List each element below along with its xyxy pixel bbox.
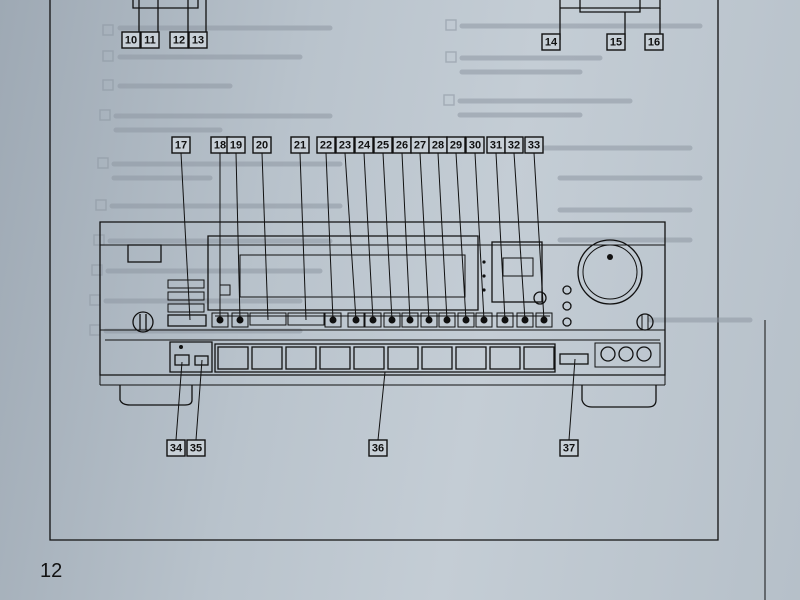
leader-lines — [175, 152, 576, 441]
leader-line — [401, 152, 411, 321]
svg-text:22: 22 — [320, 140, 332, 152]
page-number: 12 — [40, 560, 63, 582]
callout-27: 27 — [410, 136, 430, 154]
svg-text:25: 25 — [377, 140, 389, 152]
faint-text-left — [89, 24, 343, 336]
callout-29: 29 — [446, 136, 466, 154]
callout-25: 25 — [373, 136, 393, 154]
callout-21: 21 — [290, 136, 310, 154]
leader-line — [437, 152, 448, 321]
callout-12: 12 — [169, 31, 189, 49]
svg-text:26: 26 — [396, 140, 408, 152]
callout-13: 13 — [188, 31, 208, 49]
svg-text:23: 23 — [339, 140, 351, 152]
panel-key — [251, 346, 283, 370]
leader-line — [419, 152, 430, 321]
callout-30: 30 — [465, 136, 485, 154]
svg-text:33: 33 — [528, 140, 540, 152]
callout-36: 36 — [368, 439, 388, 457]
svg-text:12: 12 — [173, 35, 185, 47]
panel-key — [523, 346, 555, 370]
callout-37: 37 — [559, 439, 579, 457]
panel-key — [319, 346, 351, 370]
svg-text:37: 37 — [563, 443, 575, 455]
front-control-buttons — [211, 312, 553, 328]
svg-text:10: 10 — [125, 35, 137, 47]
svg-text:11: 11 — [144, 35, 156, 47]
callout-24: 24 — [354, 136, 374, 154]
callout-19: 19 — [226, 136, 246, 154]
leader-line — [235, 152, 241, 321]
svg-text:29: 29 — [450, 140, 462, 152]
svg-text:31: 31 — [490, 140, 502, 152]
callout-20: 20 — [252, 136, 272, 154]
front-panel-keys — [217, 346, 555, 370]
callout-17: 17 — [171, 136, 191, 154]
receiver-outline — [99, 221, 666, 408]
callout-28: 28 — [428, 136, 448, 154]
page-frame — [49, 0, 719, 541]
svg-text:13: 13 — [192, 35, 204, 47]
callout-26: 26 — [392, 136, 412, 154]
callout-31: 31 — [486, 136, 506, 154]
svg-text:18: 18 — [214, 140, 226, 152]
svg-text:21: 21 — [294, 140, 306, 152]
leader-line — [568, 358, 576, 441]
callout-32: 32 — [504, 136, 524, 154]
leader-line — [261, 152, 269, 321]
panel-key — [285, 346, 317, 370]
callout-labels: 10 11 12 13 14 15 16 17 18 19 20 21 22 23 24 25 26 27 28 29… — [121, 31, 664, 457]
svg-text:19: 19 — [230, 140, 242, 152]
leader-line — [377, 371, 386, 441]
leader-line — [474, 152, 485, 321]
svg-text:20: 20 — [256, 140, 268, 152]
panel-key — [489, 346, 521, 370]
callout-11: 11 — [140, 31, 160, 49]
svg-text:16: 16 — [648, 37, 660, 49]
callout-15: 15 — [606, 33, 626, 51]
leader-line — [175, 361, 183, 441]
faint-text-right — [443, 19, 753, 323]
callout-16: 16 — [644, 33, 664, 51]
svg-text:24: 24 — [358, 140, 371, 152]
leader-line — [363, 152, 374, 321]
leader-line — [325, 152, 334, 321]
svg-text:30: 30 — [469, 140, 481, 152]
callout-33: 33 — [524, 136, 544, 154]
callout-14: 14 — [541, 33, 561, 51]
svg-text:14: 14 — [545, 37, 558, 49]
svg-text:35: 35 — [190, 443, 202, 455]
panel-key — [421, 346, 453, 370]
panel-key — [455, 346, 487, 370]
leader-line — [195, 359, 203, 441]
callout-34: 34 — [166, 439, 186, 457]
panel-key — [353, 346, 385, 370]
panel-key — [217, 346, 249, 370]
svg-text:28: 28 — [432, 140, 444, 152]
leader-line — [180, 152, 191, 321]
leader-line — [533, 152, 545, 321]
callout-35: 35 — [186, 439, 206, 457]
callout-22: 22 — [316, 136, 336, 154]
svg-text:36: 36 — [372, 443, 384, 455]
leader-line — [382, 152, 393, 321]
top-diagram-remnants — [132, 0, 661, 40]
svg-text:17: 17 — [175, 140, 187, 152]
leader-line — [495, 152, 506, 321]
callout-23: 23 — [335, 136, 355, 154]
svg-text:32: 32 — [508, 140, 520, 152]
leader-line — [455, 152, 467, 321]
callout-10: 10 — [121, 31, 141, 49]
svg-text:15: 15 — [610, 37, 622, 49]
panel-key — [387, 346, 419, 370]
leader-line — [344, 152, 357, 321]
svg-text:27: 27 — [414, 140, 426, 152]
leader-line — [299, 152, 307, 321]
svg-text:34: 34 — [170, 443, 183, 455]
leader-line — [513, 152, 526, 321]
